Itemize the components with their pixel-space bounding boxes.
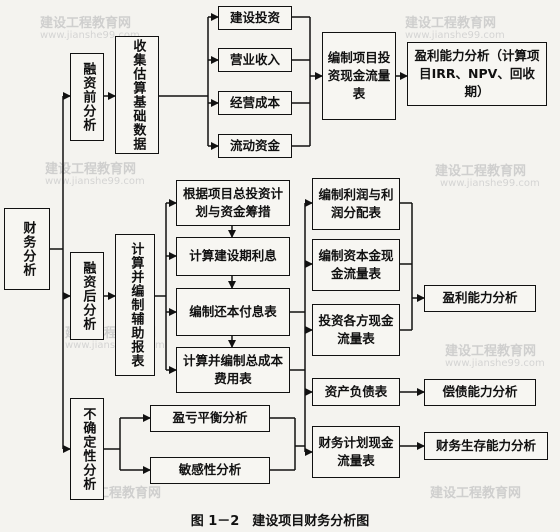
- watermark-url: www.jianshe99.com: [440, 178, 540, 189]
- balance-sheet-box: 资产负债表: [312, 378, 400, 406]
- sensitivity-box: 敏感性分析: [150, 457, 270, 484]
- pre-financing-box: 融资前分析: [70, 53, 104, 141]
- profit-analysis-2-box: 盈利能力分析: [424, 285, 536, 312]
- plan-cashflow-box: 财务计划现金流量表: [312, 426, 400, 478]
- watermark-url: www.jianshe99.com: [40, 30, 140, 41]
- parties-cashflow-box: 投资各方现金流量表: [312, 304, 400, 356]
- calc-aux-box: 计算并编制辅助报表: [115, 234, 155, 376]
- capital-cashflow-box: 编制资本金现金流量表: [312, 239, 400, 291]
- cost-box: 经营成本: [218, 91, 292, 115]
- total-cost-box: 计算并编制总成本费用表: [176, 347, 290, 393]
- watermark-text: 建设工程教育网: [430, 486, 522, 501]
- post-financing-box: 融资后分析: [70, 252, 104, 340]
- collect-data-box: 收集估算基础数据: [115, 36, 159, 154]
- project-cashflow-box: 编制项目投资现金流量表: [322, 32, 396, 120]
- watermark-text: 建设工程教育网: [45, 162, 137, 177]
- watermark-url: www.jianshe99.com: [445, 358, 545, 369]
- revenue-box: 营业收入: [218, 48, 292, 72]
- watermark-text: 建设工程教育网: [405, 16, 497, 31]
- breakeven-box: 盈亏平衡分析: [150, 405, 270, 432]
- watermark-url: www.jianshe99.com: [45, 176, 145, 187]
- uncertainty-box: 不确定性分析: [70, 398, 104, 500]
- survival-box: 财务生存能力分析: [424, 432, 548, 460]
- profit-table-box: 编制利润与利润分配表: [312, 178, 400, 230]
- interest-box: 计算建设期利息: [176, 237, 290, 276]
- watermark-url: www.jianshe99.com: [65, 340, 165, 351]
- invest-box: 建设投资: [218, 6, 292, 30]
- watermark-text: 建设工程教育网: [435, 164, 527, 179]
- repayment-box: 编制还本付息表: [176, 288, 290, 336]
- watermark-text: 建设工程教育网: [445, 344, 537, 359]
- plan-invest-box: 根据项目总投资计划与资金筹措: [176, 180, 290, 226]
- working-capital-box: 流动资金: [218, 134, 292, 158]
- watermark-text: 建设工程教育网: [40, 16, 132, 31]
- finance-analysis-box: 财务分析: [4, 208, 50, 290]
- profit-analysis-box: 盈利能力分析（计算项目IRR、NPV、回收期）: [407, 42, 547, 106]
- solvency-box: 偿债能力分析: [424, 379, 536, 406]
- watermark-url: www.jianshe99.com: [405, 30, 505, 41]
- figure-caption: 图 1－2 建设项目财务分析图: [190, 514, 370, 529]
